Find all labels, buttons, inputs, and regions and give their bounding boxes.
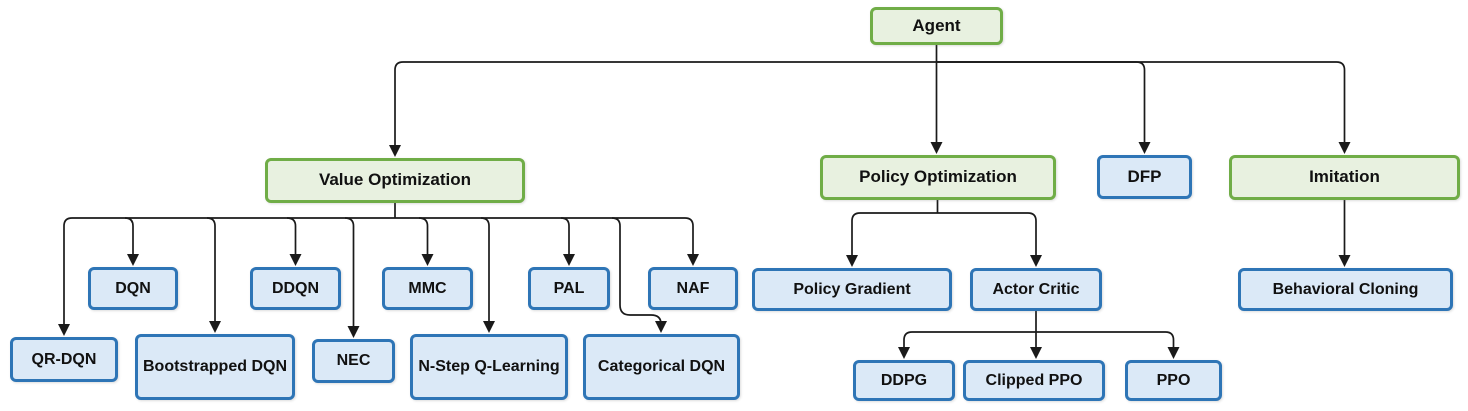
node-agent: Agent [870,7,1003,45]
edge-vo-pal [560,217,575,266]
node-actor-critic: Actor Critic [970,268,1102,311]
edge-agent-imitation [936,61,1351,154]
node-pal: PAL [528,267,610,310]
edge-vo-bootstrapped-dqn [206,217,221,333]
node-bootstrapped-dqn: Bootstrapped DQN [135,334,295,400]
edge-vo-naf [684,217,699,266]
node-policy-optimization: Policy Optimization [820,155,1056,200]
edge-vo-dqn [124,217,139,266]
edge-vo-categorical-dqn [611,217,667,333]
node-ddpg: DDPG [853,360,955,401]
node-dfp: DFP [1097,155,1192,199]
edge-ac-ddpg [898,331,1036,359]
node-categorical-dqn: Categorical DQN [583,334,740,400]
node-ppo: PPO [1125,360,1222,401]
node-behavioral-cloning: Behavioral Cloning [1238,268,1453,311]
node-qr-dqn: QR-DQN [10,337,118,382]
node-mmc: MMC [382,267,473,310]
edge-vo-ddqn [286,217,302,266]
edge-vo-nec [344,217,360,338]
node-imitation: Imitation [1229,155,1460,200]
node-clipped-ppo: Clipped PPO [963,360,1105,401]
edge-agent-dfp [936,61,1151,154]
node-value-optimization: Value Optimization [265,158,525,203]
edge-agent-value-optimization [389,61,937,157]
edge-vo-qr-dqn [58,217,73,336]
node-policy-gradient: Policy Gradient [752,268,952,311]
node-n-step-q-learning: N-Step Q-Learning [410,334,568,400]
edge-vo-n-step-q-learning [480,217,495,333]
edge-vo-mmc [418,217,434,266]
edge-po-actor-critic [937,212,1042,267]
node-nec: NEC [312,339,395,383]
node-naf: NAF [648,267,738,310]
edge-po-policy-gradient [846,212,938,267]
node-ddqn: DDQN [250,267,341,310]
edge-ac-ppo [1036,331,1180,359]
node-dqn: DQN [88,267,178,310]
